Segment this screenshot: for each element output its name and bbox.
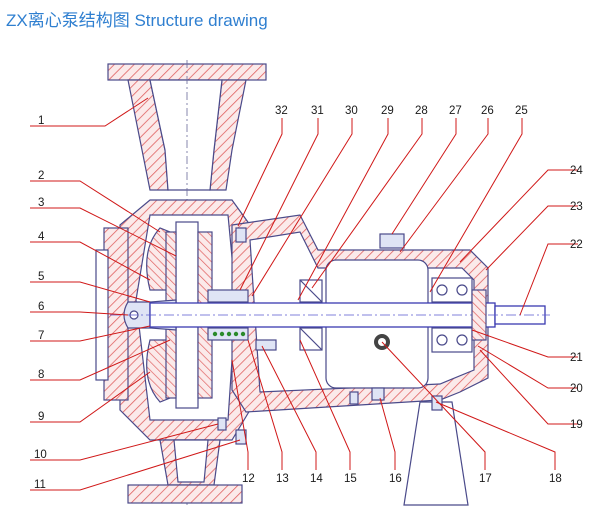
part-label-17: 17 <box>479 473 492 485</box>
part-label-19: 19 <box>570 419 583 431</box>
support-foot <box>403 395 469 506</box>
mechanical-seal <box>207 289 277 351</box>
part-label-11: 11 <box>34 479 46 491</box>
part-label-1: 1 <box>38 115 44 127</box>
part-label-8: 8 <box>38 369 44 381</box>
part-label-13: 13 <box>276 473 289 485</box>
part-label-25: 25 <box>515 105 528 117</box>
part-label-26: 26 <box>481 105 494 117</box>
part-label-24: 24 <box>570 165 583 177</box>
part-label-21: 21 <box>570 352 583 364</box>
part-label-14: 14 <box>310 473 323 485</box>
leader-lines <box>30 97 578 491</box>
part-label-27: 27 <box>449 105 462 117</box>
part-label-20: 20 <box>570 383 583 395</box>
part-label-32: 32 <box>275 105 288 117</box>
part-label-16: 16 <box>389 473 402 485</box>
part-label-22: 22 <box>570 239 583 251</box>
diagram-title: ZX离心泵结构图 Structure drawing <box>6 11 268 30</box>
part-label-28: 28 <box>415 105 428 117</box>
part-label-29: 29 <box>381 105 394 117</box>
part-label-31: 31 <box>311 105 324 117</box>
casing-bolts <box>217 227 359 445</box>
part-label-6: 6 <box>38 301 44 313</box>
rear-bearing <box>431 277 487 353</box>
part-label-12: 12 <box>242 473 255 485</box>
part-label-15: 15 <box>344 473 357 485</box>
part-label-2: 2 <box>38 170 44 182</box>
part-label-7: 7 <box>38 330 44 342</box>
inlet-flange <box>107 60 267 505</box>
part-label-30: 30 <box>345 105 358 117</box>
part-label-23: 23 <box>570 201 583 213</box>
part-label-4: 4 <box>38 231 45 243</box>
part-label-9: 9 <box>38 411 44 423</box>
part-label-10: 10 <box>34 449 47 461</box>
part-number-labels: 1 2 3 4 5 6 7 8 9 10 11 12 13 14 15 16 1… <box>34 105 583 491</box>
part-label-3: 3 <box>38 197 44 209</box>
part-label-18: 18 <box>549 473 562 485</box>
part-label-5: 5 <box>38 271 44 283</box>
